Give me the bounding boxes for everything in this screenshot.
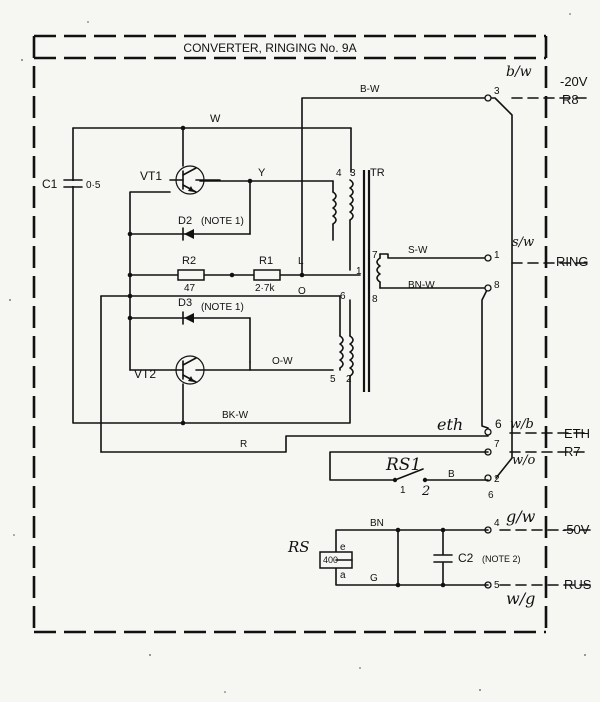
resistor-r2 bbox=[177, 269, 205, 281]
hw-bw: b/w bbox=[506, 64, 532, 80]
signal-ring: RING bbox=[556, 254, 589, 269]
pin-7: 7 bbox=[372, 250, 378, 261]
r1-ref: R1 bbox=[259, 255, 273, 267]
terminal-5-num: 5 bbox=[494, 580, 500, 591]
hw-eth: eth bbox=[437, 415, 463, 434]
wire-label-l: L bbox=[298, 256, 304, 267]
dashed-enclosure bbox=[32, 34, 548, 634]
rs1-ref: RS1 bbox=[385, 455, 421, 475]
pin-2: 2 bbox=[346, 374, 352, 385]
hw-sw: s/w bbox=[512, 235, 534, 250]
tag-r8: R8 bbox=[562, 92, 579, 107]
wire-label-r: R bbox=[240, 439, 247, 450]
wire-label-y: Y bbox=[258, 167, 266, 179]
wire-label-ow: O-W bbox=[272, 356, 293, 367]
pin-8: 8 bbox=[372, 294, 378, 305]
wire-label-w: W bbox=[210, 113, 221, 125]
terminal-4-num: 4 bbox=[494, 518, 500, 529]
diode-d3 bbox=[182, 311, 194, 325]
transistor-vt2 bbox=[129, 355, 205, 426]
vt1-ref: VT1 bbox=[140, 169, 162, 183]
r2-value: 47 bbox=[184, 283, 196, 294]
wire-label-sw: S-W bbox=[408, 245, 428, 256]
signal-minus50v: -50V bbox=[562, 522, 590, 537]
d3-note: (NOTE 1) bbox=[201, 302, 244, 313]
c2-ref: C2 bbox=[458, 551, 474, 565]
signal-minus20v: -20V bbox=[560, 74, 588, 89]
rs1-contact bbox=[329, 451, 489, 483]
terminal-6b-num: 6 bbox=[488, 490, 494, 501]
r1-value: 2·7k bbox=[255, 283, 275, 294]
pin-5: 5 bbox=[330, 374, 336, 385]
capacitor-c1 bbox=[63, 179, 83, 188]
wire-label-g: G bbox=[370, 573, 378, 584]
hw-gw: g/w bbox=[506, 507, 536, 526]
wire-label-bnw: BN-W bbox=[408, 280, 435, 291]
resistor-r1 bbox=[229, 269, 305, 281]
terminal-1-num: 1 bbox=[494, 250, 500, 261]
rs-value: 400 bbox=[323, 555, 338, 565]
terminal-3-num: 3 bbox=[494, 86, 500, 97]
rs1-pin-1: 1 bbox=[400, 485, 406, 496]
pin-6: 6 bbox=[340, 291, 346, 302]
d2-note: (NOTE 1) bbox=[201, 216, 244, 227]
tag-r7: R7 bbox=[564, 444, 581, 459]
wire-label-o: O bbox=[298, 286, 306, 297]
hw-wb: w/b bbox=[510, 417, 534, 432]
terminal-6-num: 6 bbox=[495, 417, 502, 431]
terminal-8-num: 8 bbox=[494, 280, 500, 291]
c2-note: (NOTE 2) bbox=[482, 554, 521, 564]
hw-wo: w/o bbox=[512, 453, 536, 468]
terminal-2-num: 2 bbox=[494, 474, 500, 485]
transistor-vt1 bbox=[169, 127, 205, 195]
wire-label-bw: B-W bbox=[360, 84, 380, 95]
d3-ref: D3 bbox=[178, 297, 192, 309]
title: CONVERTER, RINGING No. 9A bbox=[183, 41, 356, 55]
pin-1: 1 bbox=[356, 266, 362, 277]
terminal-circles bbox=[484, 94, 492, 589]
terminal-7-num: 7 bbox=[494, 439, 500, 450]
d2-ref: D2 bbox=[178, 215, 192, 227]
paper-specks bbox=[9, 13, 586, 693]
rs-relay-c2 bbox=[319, 527, 489, 588]
right-wiring bbox=[481, 97, 591, 586]
rs1-pin-2: 2 bbox=[421, 484, 430, 499]
diode-d2 bbox=[182, 227, 194, 241]
pin-3: 3 bbox=[350, 168, 356, 179]
r2-ref: R2 bbox=[182, 255, 196, 267]
left-network bbox=[100, 180, 361, 453]
c1-value: 0·5 bbox=[86, 180, 101, 191]
rs-a: a bbox=[340, 570, 346, 581]
c1-ref: C1 bbox=[42, 177, 58, 191]
rs-e: e bbox=[340, 542, 346, 553]
wire-label-bn: BN bbox=[370, 518, 384, 529]
hw-wg: w/g bbox=[506, 589, 535, 608]
pin-4: 4 bbox=[336, 168, 342, 179]
rs-ref: RS bbox=[287, 538, 310, 556]
transformer-tr bbox=[332, 170, 489, 392]
wire-label-b: B bbox=[448, 469, 455, 480]
tr-ref: TR bbox=[370, 167, 385, 179]
signal-eth: ETH bbox=[564, 426, 590, 441]
vt2-ref: VT2 bbox=[134, 367, 156, 381]
wire-label-bkw: BK-W bbox=[222, 410, 249, 421]
signal-rus: RUS bbox=[564, 577, 592, 592]
